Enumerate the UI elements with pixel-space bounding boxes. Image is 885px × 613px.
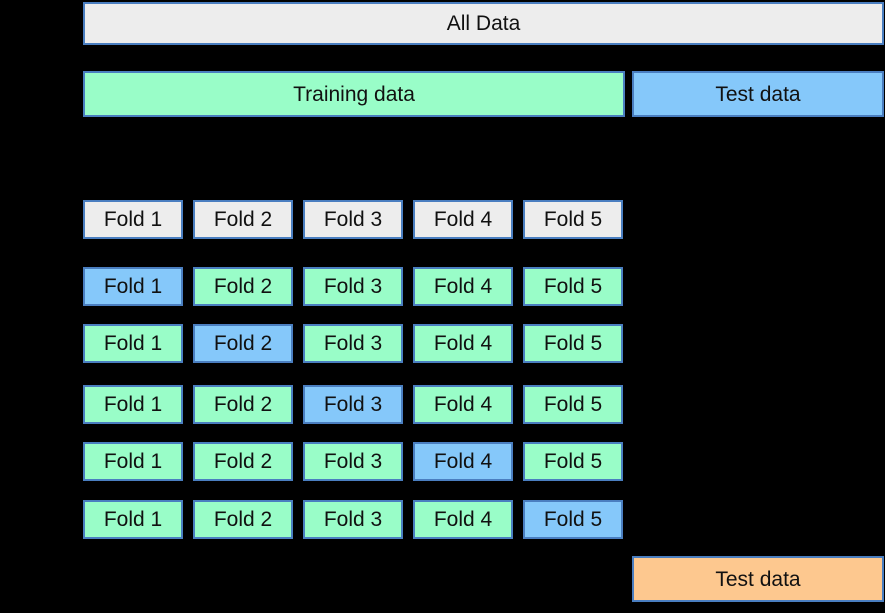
training-data-label: Training data — [293, 82, 415, 106]
fold-label: Fold 4 — [433, 275, 493, 298]
cv-split-row: Fold 1 Fold 2 Fold 3 Fold 4 Fold 5 — [83, 267, 623, 306]
fold-label: Fold 4 — [433, 508, 493, 531]
fold-cell: Fold 3 — [303, 442, 403, 481]
fold-header-label: Fold 3 — [323, 208, 383, 231]
fold-label: Fold 4 — [433, 393, 493, 416]
fold-cell: Fold 1 — [83, 442, 183, 481]
fold-cell: Fold 4 — [413, 385, 513, 424]
fold-label: Fold 3 — [323, 275, 383, 298]
fold-label: Fold 3 — [323, 508, 383, 531]
fold-header-row: Fold 1 Fold 2 Fold 3 Fold 4 Fold 5 — [83, 200, 623, 239]
fold-label: Fold 2 — [213, 508, 273, 531]
fold-cell: Fold 1 — [83, 267, 183, 306]
all-data-box: All Data — [83, 2, 884, 45]
fold-cell: Fold 2 — [193, 442, 293, 481]
fold-cell: Fold 3 — [303, 500, 403, 539]
fold-label: Fold 5 — [543, 332, 603, 355]
fold-label: Fold 2 — [213, 393, 273, 416]
fold-cell: Fold 3 — [303, 385, 403, 424]
fold-label: Fold 4 — [433, 332, 493, 355]
fold-cell: Fold 3 — [303, 267, 403, 306]
fold-label: Fold 1 — [103, 275, 163, 298]
fold-label: Fold 5 — [543, 275, 603, 298]
fold-label: Fold 2 — [213, 450, 273, 473]
fold-cell: Fold 5 — [523, 267, 623, 306]
fold-label: Fold 3 — [323, 450, 383, 473]
fold-cell: Fold 5 — [523, 500, 623, 539]
fold-header-label: Fold 1 — [103, 208, 163, 231]
fold-cell: Fold 1 — [83, 324, 183, 363]
fold-cell: Fold 1 — [83, 385, 183, 424]
cv-split-row: Fold 1 Fold 2 Fold 3 Fold 4 Fold 5 — [83, 500, 623, 539]
fold-label: Fold 3 — [323, 393, 383, 416]
cv-split-row: Fold 1 Fold 2 Fold 3 Fold 4 Fold 5 — [83, 324, 623, 363]
fold-header-cell: Fold 1 — [83, 200, 183, 239]
fold-label: Fold 5 — [543, 393, 603, 416]
fold-header-cell: Fold 3 — [303, 200, 403, 239]
test-data-label: Test data — [715, 82, 801, 106]
final-test-data-label: Test data — [715, 567, 801, 591]
fold-header-label: Fold 4 — [433, 208, 493, 231]
training-data-box: Training data — [83, 71, 625, 117]
fold-label: Fold 1 — [103, 393, 163, 416]
fold-label: Fold 5 — [543, 508, 603, 531]
fold-header-cell: Fold 5 — [523, 200, 623, 239]
cv-split-row: Fold 1 Fold 2 Fold 3 Fold 4 Fold 5 — [83, 442, 623, 481]
fold-cell: Fold 4 — [413, 267, 513, 306]
fold-label: Fold 5 — [543, 450, 603, 473]
fold-cell: Fold 3 — [303, 324, 403, 363]
fold-header-label: Fold 5 — [543, 208, 603, 231]
fold-cell: Fold 2 — [193, 385, 293, 424]
fold-label: Fold 3 — [323, 332, 383, 355]
fold-label: Fold 1 — [103, 332, 163, 355]
fold-label: Fold 2 — [213, 332, 273, 355]
test-data-box: Test data — [632, 71, 884, 117]
fold-cell: Fold 2 — [193, 324, 293, 363]
fold-label: Fold 1 — [103, 450, 163, 473]
fold-cell: Fold 2 — [193, 500, 293, 539]
fold-cell: Fold 5 — [523, 442, 623, 481]
fold-header-cell: Fold 2 — [193, 200, 293, 239]
fold-cell: Fold 5 — [523, 385, 623, 424]
cv-split-row: Fold 1 Fold 2 Fold 3 Fold 4 Fold 5 — [83, 385, 623, 424]
all-data-label: All Data — [446, 12, 521, 35]
fold-cell: Fold 4 — [413, 442, 513, 481]
fold-cell: Fold 2 — [193, 267, 293, 306]
fold-label: Fold 2 — [213, 275, 273, 298]
fold-label: Fold 1 — [103, 508, 163, 531]
fold-cell: Fold 4 — [413, 500, 513, 539]
fold-cell: Fold 4 — [413, 324, 513, 363]
final-test-data-box: Test data — [632, 556, 884, 602]
fold-header-cell: Fold 4 — [413, 200, 513, 239]
fold-cell: Fold 1 — [83, 500, 183, 539]
fold-cell: Fold 5 — [523, 324, 623, 363]
fold-label: Fold 4 — [433, 450, 493, 473]
fold-header-label: Fold 2 — [213, 208, 273, 231]
